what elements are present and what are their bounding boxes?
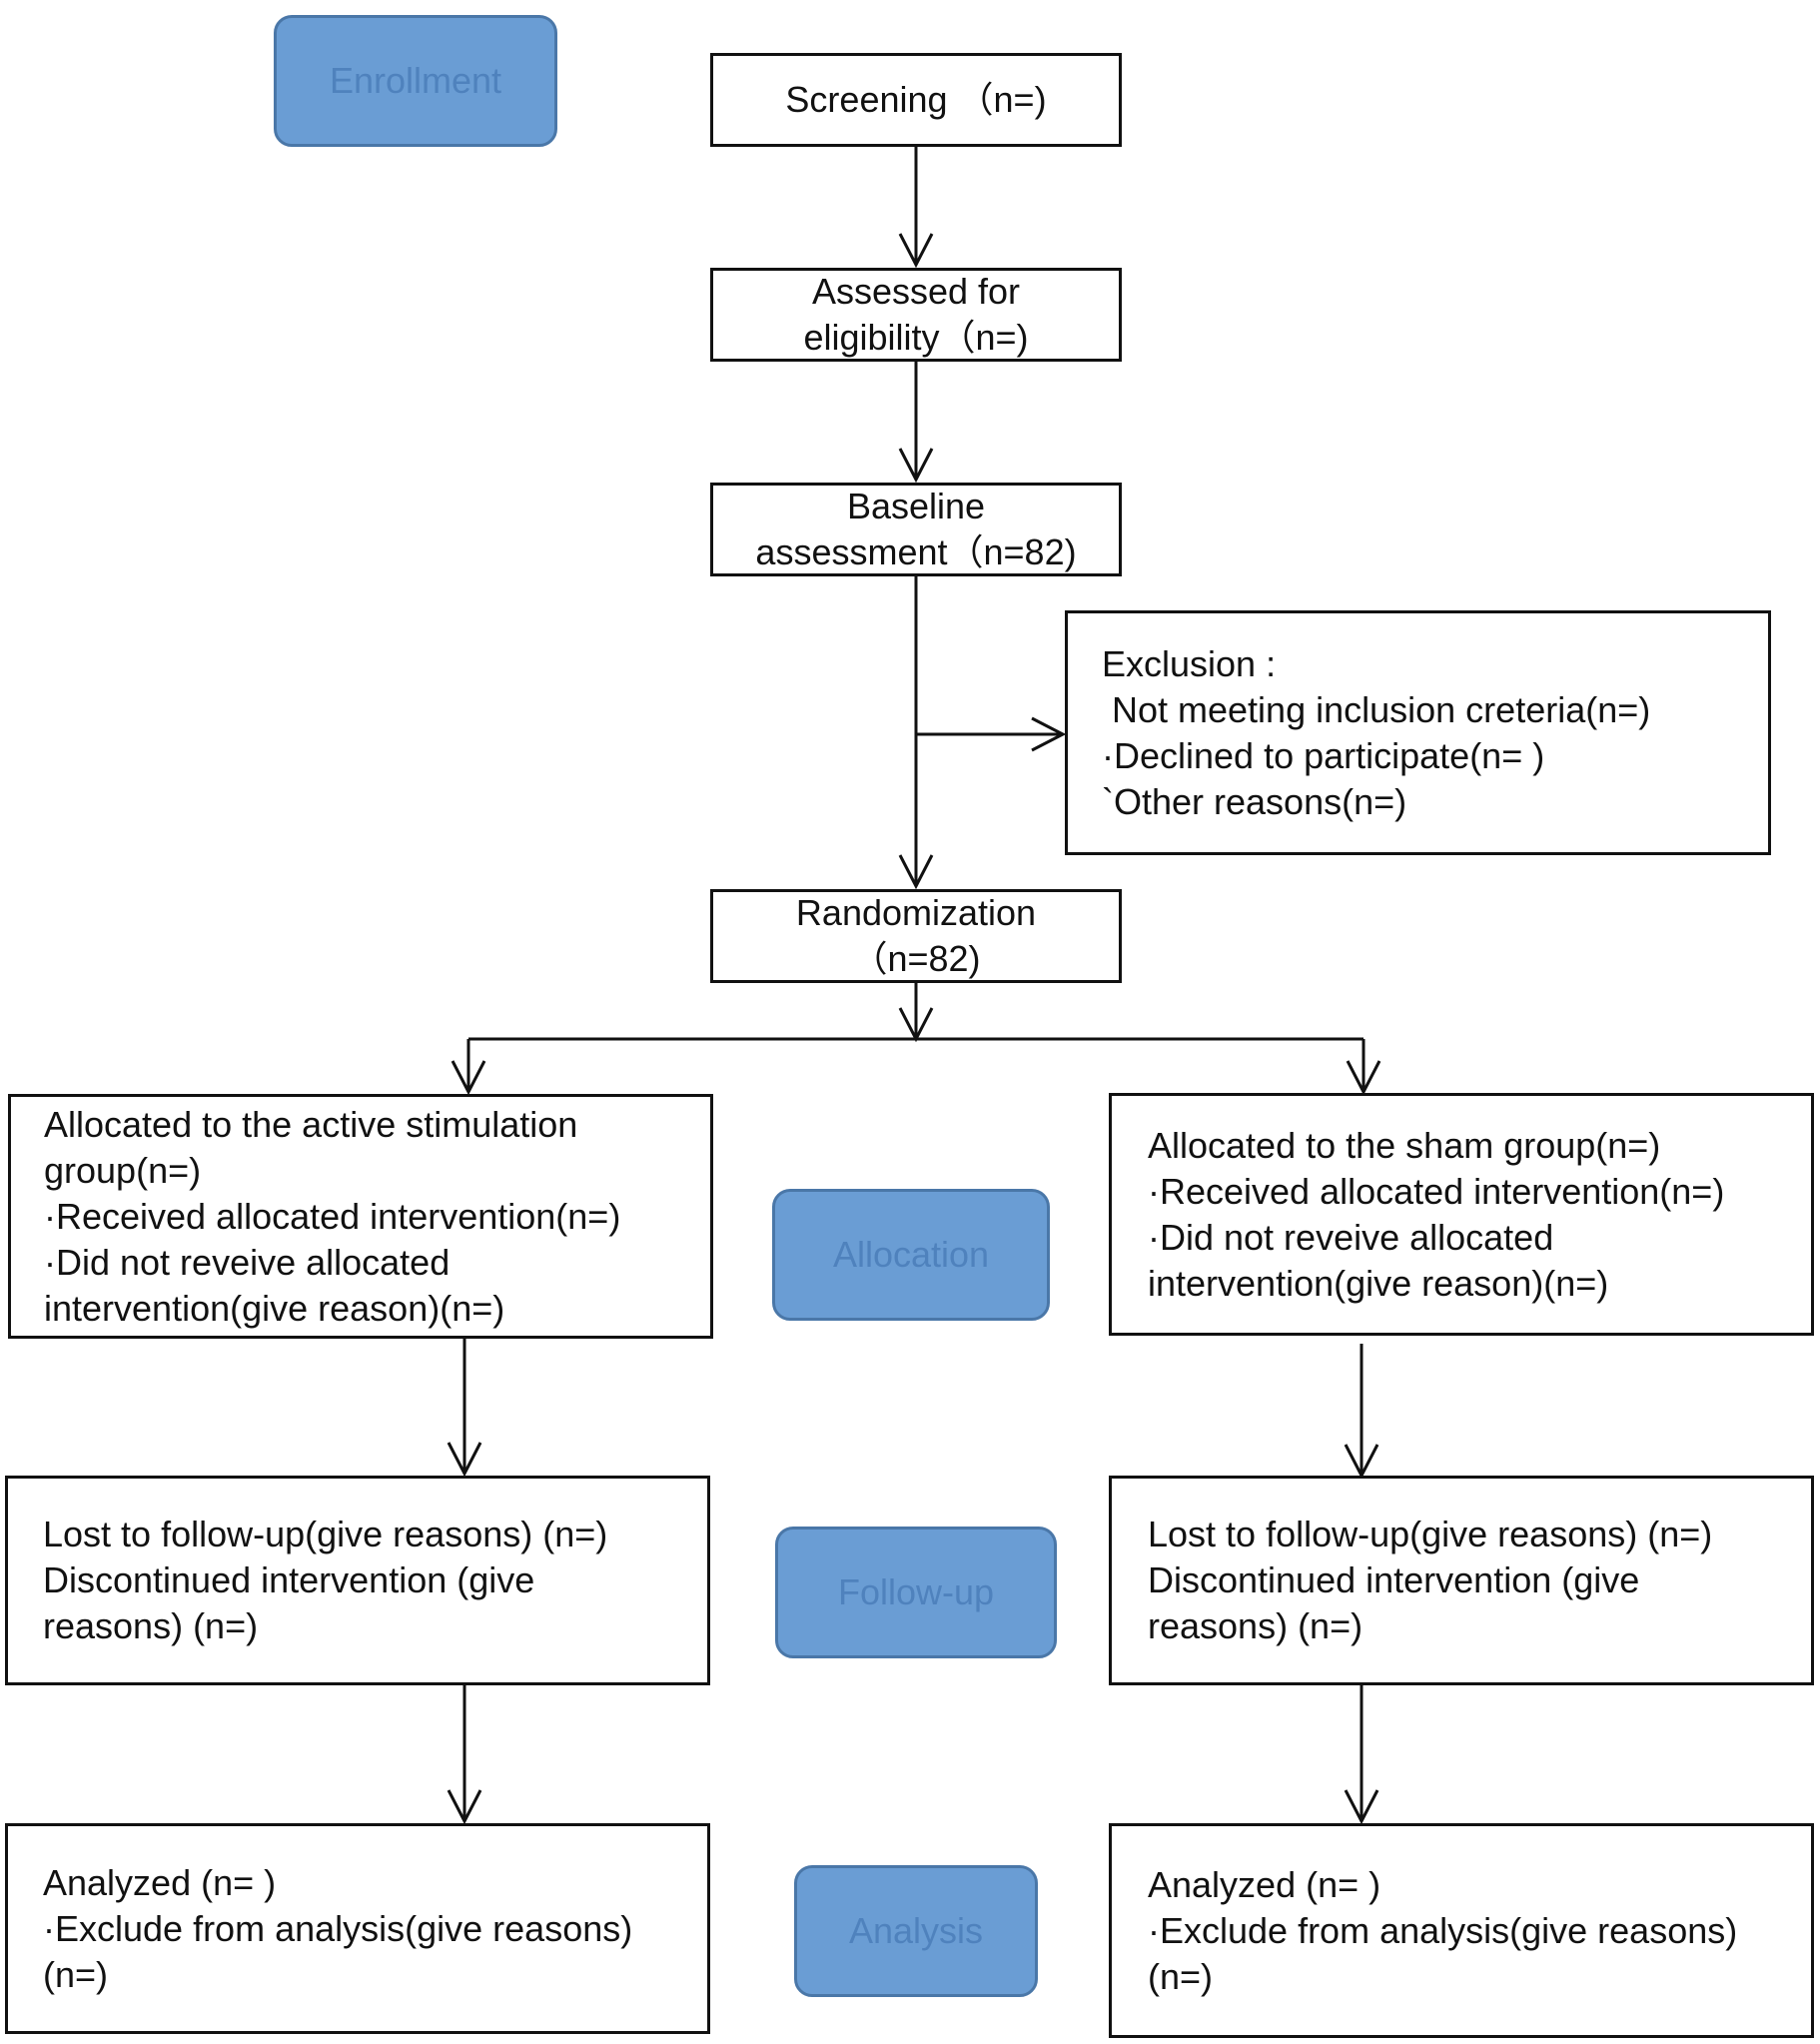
sham-analysis-line: ·Exclude from analysis(give reasons) xyxy=(1148,1909,1738,1951)
active-analysis-line: ·Exclude from analysis(give reasons) xyxy=(43,1907,633,1949)
arrowhead-active-analysis xyxy=(447,1789,482,1825)
stage-follow-up: Follow-up xyxy=(775,1527,1057,1658)
arrowhead-sham-analysis xyxy=(1344,1789,1379,1825)
assessed-line: eligibility（n=) xyxy=(803,317,1029,358)
active-follow-up-box: Lost to follow-up(give reasons) (n=) Dis… xyxy=(5,1476,710,1685)
sham-analysis-line: (n=) xyxy=(1148,1955,1214,1997)
active-allocated-line: intervention(give reason)(n=) xyxy=(44,1287,505,1329)
exclusion-box: Exclusion : Not meeting inclusion creter… xyxy=(1065,610,1771,855)
active-allocated-line: ·Received allocated intervention(n=) xyxy=(44,1195,621,1237)
arrowhead-exclusion xyxy=(1031,716,1067,752)
active-allocated-line: group(n=) xyxy=(44,1149,202,1191)
active-allocated-line: Allocated to the active stimulation xyxy=(44,1103,578,1145)
sham-follow-up-box: Lost to follow-up(give reasons) (n=) Dis… xyxy=(1109,1476,1814,1685)
sham-analysis-box: Analyzed (n= ) ·Exclude from analysis(gi… xyxy=(1109,1823,1814,2038)
active-follow-up-line: reasons) (n=) xyxy=(43,1605,259,1646)
arrowhead-assessed xyxy=(898,233,934,269)
active-analysis-box: Analyzed (n= ) ·Exclude from analysis(gi… xyxy=(5,1823,710,2034)
sham-follow-up-line: Discontinued intervention (give xyxy=(1148,1559,1640,1600)
screening-label: Screening （n=) xyxy=(785,79,1047,120)
sham-analysis-line: Analyzed (n= ) xyxy=(1148,1863,1381,1905)
active-allocated-line: ·Did not reveive allocated xyxy=(44,1241,451,1283)
baseline-box: Baseline assessment（n=82) xyxy=(710,483,1122,576)
baseline-line: Baseline xyxy=(846,486,986,526)
sham-follow-up-line: Lost to follow-up(give reasons) (n=) xyxy=(1148,1514,1713,1554)
screening-box: Screening （n=) xyxy=(710,53,1122,147)
exclusion-line: ·Declined to participate(n= ) xyxy=(1102,734,1545,776)
arrowhead-active-followup xyxy=(447,1442,482,1478)
sham-follow-up-line: reasons) (n=) xyxy=(1148,1605,1364,1646)
assessed-box: Assessed for eligibility（n=) xyxy=(710,268,1122,362)
baseline-line: assessment（n=82) xyxy=(755,531,1077,572)
sham-allocated-line: intervention(give reason)(n=) xyxy=(1148,1262,1609,1304)
randomization-box: Randomization （n=82) xyxy=(710,889,1122,983)
stage-allocation: Allocation xyxy=(772,1189,1050,1321)
sham-allocated-line: Allocated to the sham group(n=) xyxy=(1148,1124,1661,1166)
arrowhead-baseline xyxy=(898,448,934,484)
active-analysis-line: (n=) xyxy=(43,1953,109,1995)
exclusion-line: Not meeting inclusion creteria(n=) xyxy=(1102,688,1651,730)
assessed-line: Assessed for xyxy=(811,271,1021,312)
active-follow-up-line: Discontinued intervention (give xyxy=(43,1559,535,1600)
arrowhead-randomization xyxy=(898,854,934,890)
sham-allocated-line: ·Received allocated intervention(n=) xyxy=(1148,1170,1725,1212)
randomization-line: （n=82) xyxy=(851,938,981,979)
active-analysis-line: Analyzed (n= ) xyxy=(43,1861,277,1903)
arrowhead-allocated-active xyxy=(451,1060,486,1096)
active-follow-up-line: Lost to follow-up(give reasons) (n=) xyxy=(43,1514,608,1554)
sham-allocated-box: Allocated to the sham group(n=) ·Receive… xyxy=(1109,1093,1814,1336)
sham-allocated-line: ·Did not reveive allocated xyxy=(1148,1216,1554,1258)
active-allocated-box: Allocated to the active stimulation grou… xyxy=(8,1094,713,1339)
randomization-line: Randomization xyxy=(795,892,1037,933)
exclusion-line: Exclusion : xyxy=(1102,642,1277,684)
stage-analysis: Analysis xyxy=(794,1865,1038,1997)
arrowhead-allocated-sham xyxy=(1346,1060,1381,1096)
exclusion-line: `Other reasons(n=) xyxy=(1102,780,1407,822)
stage-enrollment: Enrollment xyxy=(274,15,557,147)
